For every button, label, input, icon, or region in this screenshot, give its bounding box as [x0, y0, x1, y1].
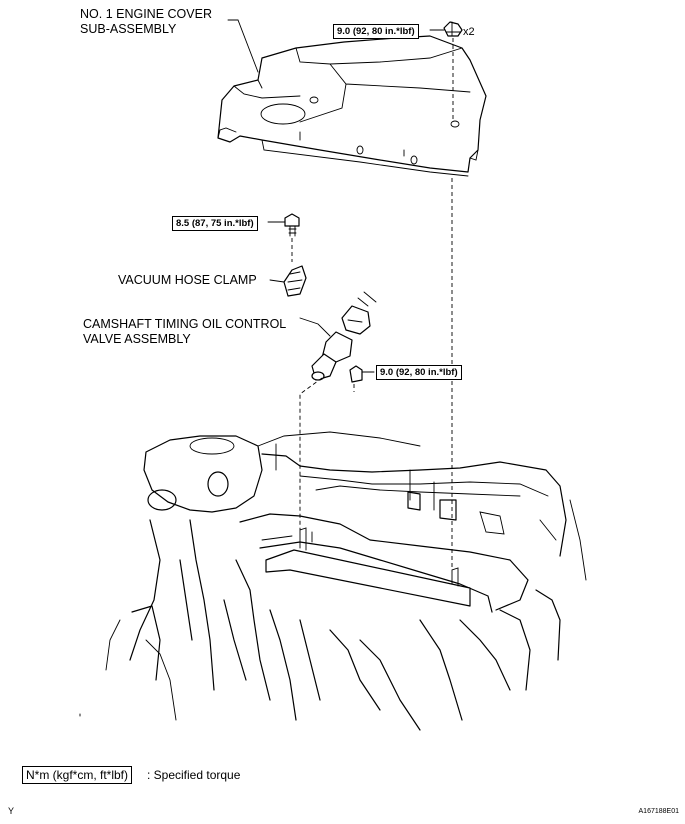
- vacuum-hose-clamp-drawing: [269, 265, 307, 297]
- ocv-dashed-line: [299, 377, 323, 530]
- ocv-label-line1: CAMSHAFT TIMING OIL CONTROL: [83, 317, 287, 331]
- ocv-label: CAMSHAFT TIMING OIL CONTROL VALVE ASSEMB…: [83, 317, 286, 347]
- clamp-bolt-torque-box: 8.5 (87, 75 in.*lbf): [172, 216, 258, 231]
- engine-cover-label-line2: SUB-ASSEMBLY: [80, 22, 177, 36]
- cover-leader-line: [227, 19, 259, 73]
- ocv-drawing: [299, 291, 377, 381]
- engine-cover-label: NO. 1 ENGINE COVER SUB-ASSEMBLY: [80, 7, 212, 37]
- engine-cover-drawing: [217, 35, 487, 177]
- cover-nut-quantity: x2: [463, 26, 475, 38]
- engine-drawing: [105, 431, 587, 731]
- cover-nut-drawing: [429, 21, 463, 37]
- corner-code-left: Y: [8, 806, 15, 816]
- cover-nut-torque-box: 9.0 (92, 80 in.*lbf): [333, 24, 419, 39]
- legend-text: : Specified torque: [147, 768, 241, 782]
- ocv-bolt-torque-box: 9.0 (92, 80 in.*lbf): [376, 365, 462, 380]
- ocv-bolt-drawing: [349, 365, 375, 383]
- ocv-label-line2: VALVE ASSEMBLY: [83, 332, 191, 346]
- figure-id: A167188E01: [638, 808, 679, 815]
- engine-cover-label-line1: NO. 1 ENGINE COVER: [80, 7, 212, 21]
- legend-torque-box: N*m (kgf*cm, ft*lbf): [22, 766, 133, 784]
- vacuum-hose-clamp-label: VACUUM HOSE CLAMP: [118, 273, 257, 287]
- clamp-bolt-drawing: [267, 213, 300, 237]
